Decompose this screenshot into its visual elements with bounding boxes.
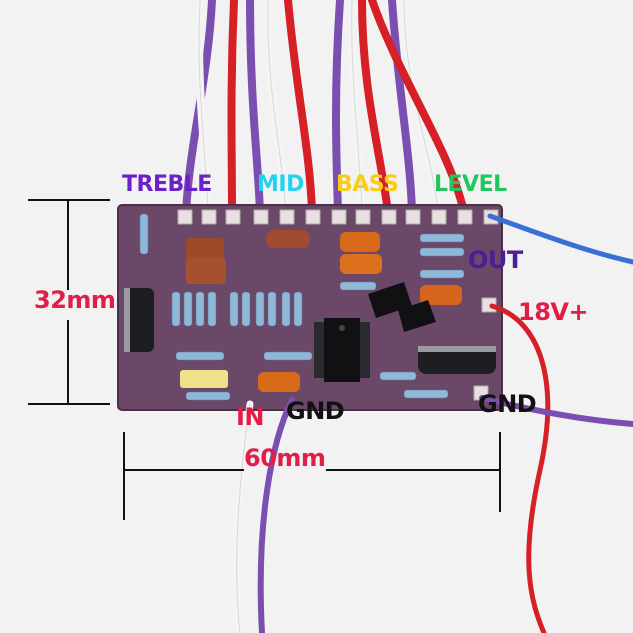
label-mid: MID bbox=[257, 172, 304, 197]
label-height-32mm: 32mm bbox=[34, 286, 116, 314]
label-level: LEVEL bbox=[434, 172, 507, 197]
top-wire-bundle bbox=[182, 0, 468, 216]
electrolytic-capacitors bbox=[124, 288, 496, 374]
resistors bbox=[139, 213, 465, 401]
label-out: OUT bbox=[468, 246, 523, 274]
pcb-board bbox=[117, 204, 503, 411]
dimension-lines bbox=[28, 199, 501, 520]
label-gnd-middle: GND bbox=[286, 397, 345, 425]
film-capacitors bbox=[180, 230, 462, 392]
transistors bbox=[368, 282, 436, 332]
label-width-60mm: 60mm bbox=[244, 444, 326, 472]
ic-chip bbox=[314, 318, 370, 382]
label-treble: TREBLE bbox=[122, 172, 212, 197]
label-bass: BASS bbox=[336, 172, 399, 197]
label-18v: 18V+ bbox=[518, 298, 589, 326]
side-wires bbox=[233, 213, 633, 633]
label-gnd-right: GND bbox=[478, 390, 537, 418]
label-in: IN bbox=[236, 403, 265, 431]
